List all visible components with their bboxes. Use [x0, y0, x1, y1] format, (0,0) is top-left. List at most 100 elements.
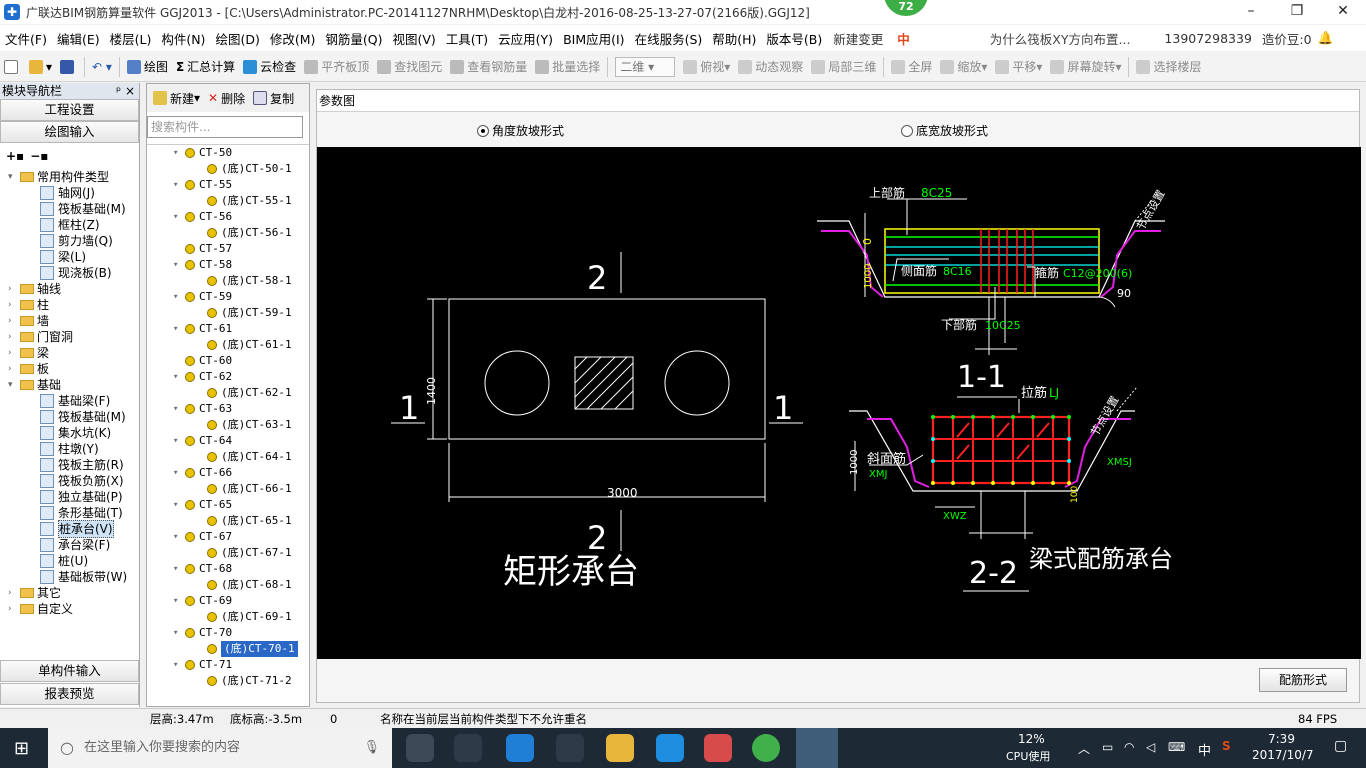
- menu-draw[interactable]: 绘图(D): [215, 31, 260, 47]
- close-button[interactable]: ✕: [1337, 3, 1349, 19]
- ggj-active-app-icon[interactable]: [796, 728, 838, 768]
- volume-icon[interactable]: ◁: [1146, 740, 1156, 754]
- component-sub-row[interactable]: (底)CT-50-1: [207, 161, 292, 177]
- edge-browser-icon[interactable]: [506, 734, 534, 762]
- menu-online[interactable]: 在线服务(S): [634, 31, 703, 47]
- view-rebar-button[interactable]: 查看钢筋量: [446, 55, 531, 79]
- component-row[interactable]: ▾CT-59: [173, 289, 232, 305]
- ime-indicator[interactable]: 中: [897, 31, 910, 47]
- windows-start-icon[interactable]: ⊞: [14, 738, 30, 759]
- component-row[interactable]: ▾CT-68: [173, 561, 232, 577]
- find-element-button[interactable]: 查找图元: [373, 55, 446, 79]
- nav-tree-folder[interactable]: ›墙: [8, 313, 49, 329]
- user-phone[interactable]: 13907298339: [1164, 30, 1252, 46]
- nav-tree-folder[interactable]: ›其它: [8, 585, 61, 601]
- network-icon[interactable]: ◠: [1124, 740, 1135, 754]
- component-sub-row[interactable]: (底)CT-58-1: [207, 273, 292, 289]
- menu-cloud[interactable]: 云应用(Y): [498, 31, 554, 47]
- collapse-arrow-icon[interactable]: ▾: [173, 324, 179, 334]
- menu-tools[interactable]: 工具(T): [445, 31, 489, 47]
- menu-bim[interactable]: BIM应用(I): [563, 31, 625, 47]
- collapse-arrow-icon[interactable]: ▾: [173, 292, 179, 302]
- menu-view[interactable]: 视图(V): [392, 31, 436, 47]
- dynamic-view-button[interactable]: 动态观察: [734, 55, 807, 79]
- nav-tree-item[interactable]: 梁(L): [40, 249, 86, 265]
- clock-date[interactable]: 2017/10/7: [1252, 748, 1314, 762]
- collapse-arrow-icon[interactable]: ▾: [173, 436, 179, 446]
- expand-arrow-icon[interactable]: ›: [8, 348, 12, 358]
- clock-time[interactable]: 7:39: [1268, 732, 1295, 746]
- glodon-app-2-icon[interactable]: [704, 734, 732, 762]
- component-sub-row[interactable]: (底)CT-68-1: [207, 577, 292, 593]
- help-hint-link[interactable]: 为什么筏板XY方向布置...: [989, 31, 1131, 47]
- save-icon[interactable]: [56, 55, 81, 79]
- report-preview-button[interactable]: 报表预览: [0, 683, 139, 705]
- nav-tree-item[interactable]: 筏板基础(M): [40, 409, 126, 425]
- nav-tree-item[interactable]: 筏板基础(M): [40, 201, 126, 217]
- nav-tree-item[interactable]: 剪力墙(Q): [40, 233, 113, 249]
- expand-arrow-icon[interactable]: ›: [8, 332, 12, 342]
- undo-icon[interactable]: ↶ ▾: [92, 59, 112, 74]
- restore-button[interactable]: ❐: [1290, 3, 1304, 19]
- flat-top-button[interactable]: 平齐板顶: [300, 55, 373, 79]
- radio-width-slope[interactable]: 底宽放坡形式: [901, 122, 988, 139]
- nav-tree-folder[interactable]: ›轴线: [8, 281, 61, 297]
- file-explorer-icon[interactable]: [606, 734, 634, 762]
- expand-arrow-icon[interactable]: ›: [8, 588, 12, 598]
- zoom-button[interactable]: 缩放 ▾: [936, 55, 991, 79]
- component-sub-row[interactable]: (底)CT-59-1: [207, 305, 292, 321]
- bell-icon[interactable]: 🔔: [1317, 30, 1334, 45]
- component-row[interactable]: ▾CT-64: [173, 433, 232, 449]
- component-sub-row[interactable]: (底)CT-63-1: [207, 417, 292, 433]
- task-view-icon[interactable]: [406, 734, 434, 762]
- draw-input-button[interactable]: 绘图输入: [0, 121, 139, 143]
- menu-modify[interactable]: 修改(M): [269, 31, 316, 47]
- component-row[interactable]: ▾CT-56: [173, 209, 232, 225]
- collapse-arrow-icon[interactable]: ▾: [173, 404, 179, 414]
- single-input-button[interactable]: 单构件输入: [0, 660, 139, 682]
- new-component-button[interactable]: 新建▾: [149, 86, 204, 110]
- nav-tree-item[interactable]: 轴网(J): [40, 185, 95, 201]
- expand-arrow-icon[interactable]: ›: [8, 364, 12, 374]
- nav-tree-folder[interactable]: ›板: [8, 361, 49, 377]
- cloud-check-button[interactable]: 云检查: [239, 55, 300, 79]
- component-row[interactable]: ▾CT-69: [173, 593, 232, 609]
- component-sub-row[interactable]: (底)CT-62-1: [207, 385, 292, 401]
- collapse-arrow-icon[interactable]: ▾: [173, 212, 179, 222]
- component-row[interactable]: CT-60: [173, 353, 232, 369]
- nav-tree-item[interactable]: 筏板主筋(R): [40, 457, 124, 473]
- nav-tree-folder[interactable]: ›梁: [8, 345, 49, 361]
- top-view-button[interactable]: 俯视 ▾: [679, 55, 734, 79]
- nav-tree-item[interactable]: 框柱(Z): [40, 217, 100, 233]
- collapse-arrow-icon[interactable]: ▾: [173, 148, 179, 158]
- component-row[interactable]: CT-57: [173, 241, 232, 257]
- radio-angle-dot[interactable]: [477, 124, 489, 137]
- component-row[interactable]: ▾CT-50: [173, 145, 232, 161]
- component-row[interactable]: ▾CT-65: [173, 497, 232, 513]
- component-row[interactable]: ▾CT-71: [173, 657, 232, 673]
- component-row[interactable]: ▾CT-66: [173, 465, 232, 481]
- component-search-input[interactable]: 搜索构件...: [147, 116, 303, 138]
- collapse-arrow-icon[interactable]: ▾: [173, 180, 179, 190]
- component-row[interactable]: ▾CT-61: [173, 321, 232, 337]
- nav-tree-folder[interactable]: ▾基础: [8, 377, 61, 393]
- component-row[interactable]: ▾CT-70: [173, 625, 232, 641]
- store-icon[interactable]: [556, 734, 584, 762]
- nav-tree-folder[interactable]: ›门窗洞: [8, 329, 73, 345]
- nav-tree-item[interactable]: 现浇板(B): [40, 265, 112, 281]
- component-sub-row[interactable]: (底)CT-61-1: [207, 337, 292, 353]
- battery-icon[interactable]: ▭: [1102, 740, 1114, 754]
- collapse-arrow-icon[interactable]: ▾: [8, 380, 13, 390]
- pin-close-icon[interactable]: ᵖ ×: [115, 84, 135, 98]
- keyboard-icon[interactable]: ⌨: [1168, 740, 1186, 754]
- collapse-arrow-icon[interactable]: ▾: [173, 596, 179, 606]
- nav-tree-item[interactable]: 承台梁(F): [40, 537, 110, 553]
- radio-angle-slope[interactable]: 角度放坡形式: [477, 122, 564, 139]
- component-sub-row[interactable]: (底)CT-66-1: [207, 481, 292, 497]
- rebar-form-button[interactable]: 配筋形式: [1259, 668, 1347, 692]
- nav-tree-item[interactable]: 独立基础(P): [40, 489, 123, 505]
- collapse-arrow-icon[interactable]: ▾: [8, 172, 13, 182]
- rotate-button[interactable]: 屏幕旋转 ▾: [1046, 55, 1125, 79]
- pan-button[interactable]: 平移 ▾: [991, 55, 1046, 79]
- component-sub-row[interactable]: (底)CT-65-1: [207, 513, 292, 529]
